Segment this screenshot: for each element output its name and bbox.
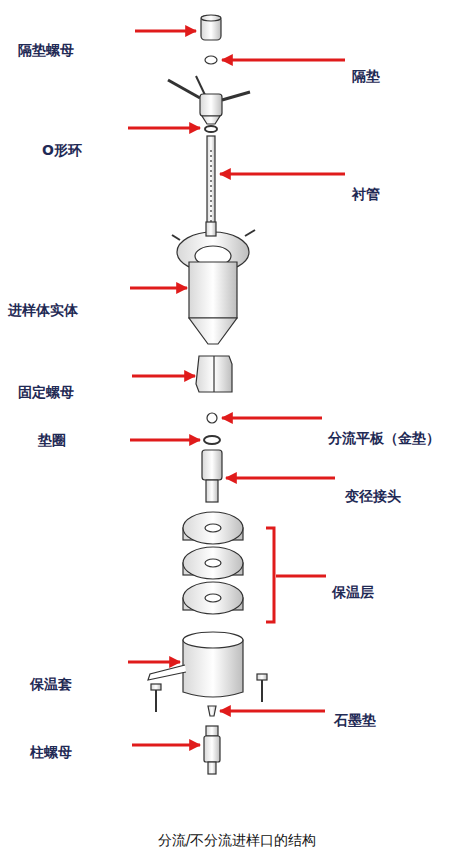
part-label: 变径接头 [345, 488, 401, 505]
part-label: 柱螺母 [30, 744, 72, 761]
part-label: 隔垫 [352, 68, 380, 85]
part-label: 进样体实体 [8, 302, 78, 319]
part-label: O形环 [42, 142, 82, 159]
part-label: 隔垫螺母 [18, 42, 74, 59]
figure-caption: 分流/不分流进样口的结构 [0, 832, 474, 850]
part-label: 石墨垫 [334, 712, 376, 729]
part-label: 衬管 [352, 186, 380, 203]
part-label: 垫圈 [38, 432, 66, 449]
part-label: 保温套 [30, 676, 72, 693]
part-label: 分流平板（金垫） [328, 430, 440, 447]
part-label: 保温层 [332, 584, 374, 601]
part-label: 固定螺母 [18, 384, 74, 401]
